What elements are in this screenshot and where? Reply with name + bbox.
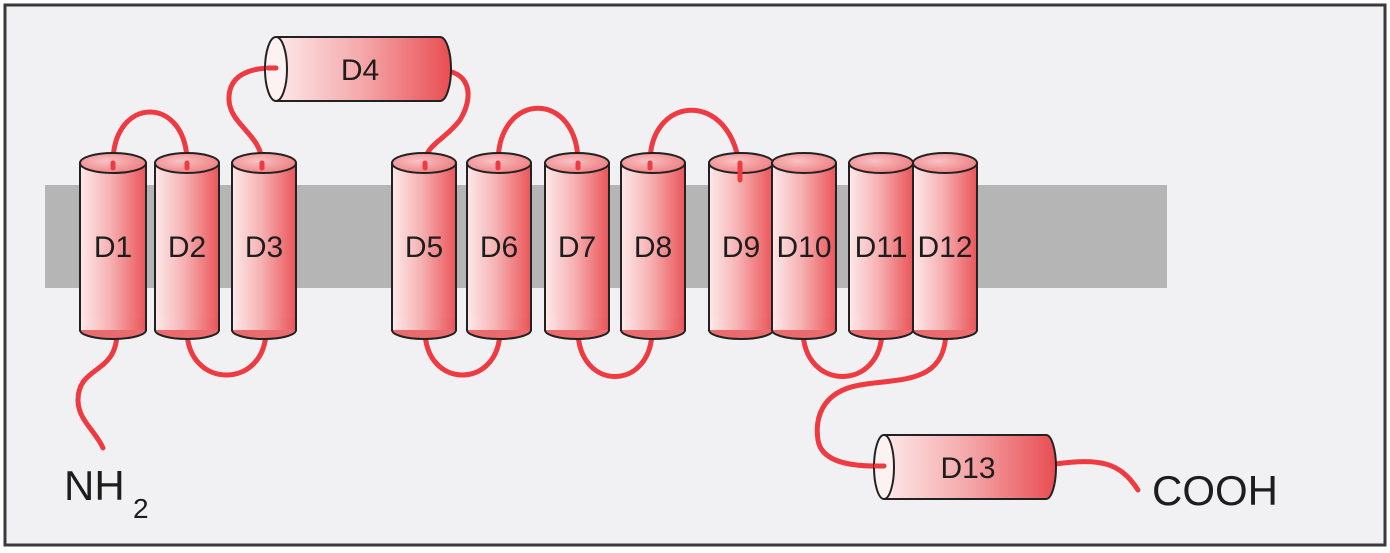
label-d11: D11 xyxy=(855,231,908,264)
label-d8: D8 xyxy=(634,231,672,264)
label-d12: D12 xyxy=(917,231,972,264)
loop-anchors xyxy=(110,160,743,183)
loop-d7-d8 xyxy=(575,327,655,379)
helix-d7 xyxy=(544,152,610,340)
label-d6: D6 xyxy=(480,231,518,264)
helix-d3 xyxy=(231,152,297,340)
n-terminus-label: NH xyxy=(64,462,125,509)
c-terminal-tail xyxy=(1052,459,1141,493)
c-terminus-label: COOH xyxy=(1152,467,1278,514)
label-d10: D10 xyxy=(776,231,831,264)
helix-d6 xyxy=(466,152,532,340)
loop-d2-d3 xyxy=(184,327,269,378)
label-d1: D1 xyxy=(94,231,132,264)
label-d9: D9 xyxy=(722,231,760,264)
loop-d8-d9 xyxy=(647,107,743,183)
loop-d10-d11 xyxy=(800,327,885,379)
helix-d1 xyxy=(79,152,147,340)
loop-d6-d7 xyxy=(495,105,581,166)
loop-d5-d6 xyxy=(422,327,503,378)
helix-d4 xyxy=(264,36,452,102)
helix-d2 xyxy=(154,152,220,340)
loop-chain xyxy=(75,65,1141,493)
label-d13: D13 xyxy=(940,452,995,485)
label-d2: D2 xyxy=(168,231,206,264)
loop-d12-d13 xyxy=(814,327,949,469)
loop-d3-d4 xyxy=(226,65,275,166)
label-d3: D3 xyxy=(245,231,283,264)
label-d5: D5 xyxy=(405,231,443,264)
helix-d8 xyxy=(620,152,686,340)
helix-d10 xyxy=(771,152,837,340)
helix-d5 xyxy=(391,152,457,340)
n-terminal-tail xyxy=(75,329,120,451)
helix-d9 xyxy=(708,152,774,340)
loop-d1-d2 xyxy=(110,109,190,166)
label-d4: D4 xyxy=(341,54,379,87)
helix-d12 xyxy=(912,152,978,340)
label-d7: D7 xyxy=(558,231,596,264)
loop-d4-d5 xyxy=(422,67,471,166)
horizontal-anchors xyxy=(265,65,887,469)
n-terminus-subscript: 2 xyxy=(133,493,149,524)
